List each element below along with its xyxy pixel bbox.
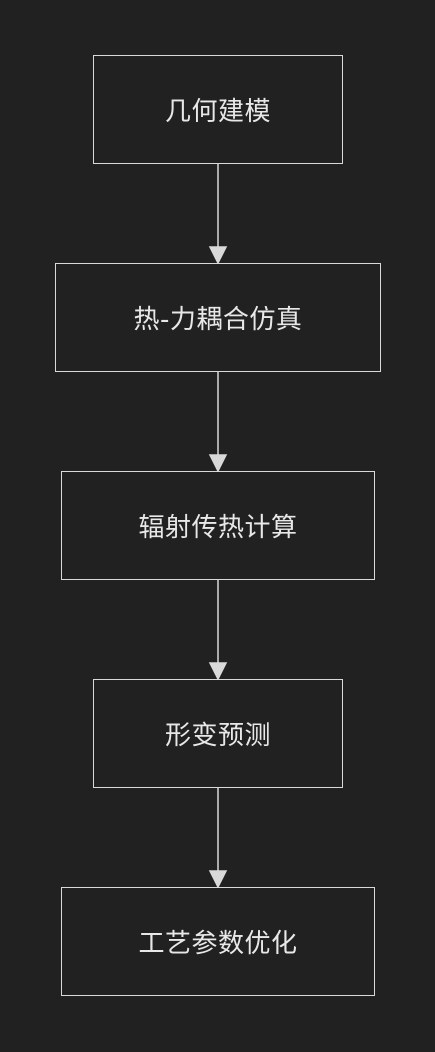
node-process-parameter-optimization: 工艺参数优化 bbox=[61, 887, 375, 996]
edge-arrowhead bbox=[208, 454, 228, 473]
edge-arrowhead bbox=[208, 662, 228, 681]
node-thermo-mechanical-simulation: 热-力耦合仿真 bbox=[55, 263, 381, 372]
node-radiative-heat-transfer: 辐射传热计算 bbox=[61, 471, 375, 580]
edge-arrowhead bbox=[208, 246, 228, 265]
node-geometric-modeling: 几何建模 bbox=[93, 55, 343, 164]
edge-arrowhead bbox=[208, 870, 228, 889]
node-label: 几何建模 bbox=[164, 97, 271, 127]
node-label: 热-力耦合仿真 bbox=[133, 305, 303, 335]
node-label: 工艺参数优化 bbox=[138, 929, 298, 959]
node-label: 形变预测 bbox=[164, 721, 271, 751]
node-label: 辐射传热计算 bbox=[138, 513, 298, 543]
node-deformation-prediction: 形变预测 bbox=[93, 679, 343, 788]
